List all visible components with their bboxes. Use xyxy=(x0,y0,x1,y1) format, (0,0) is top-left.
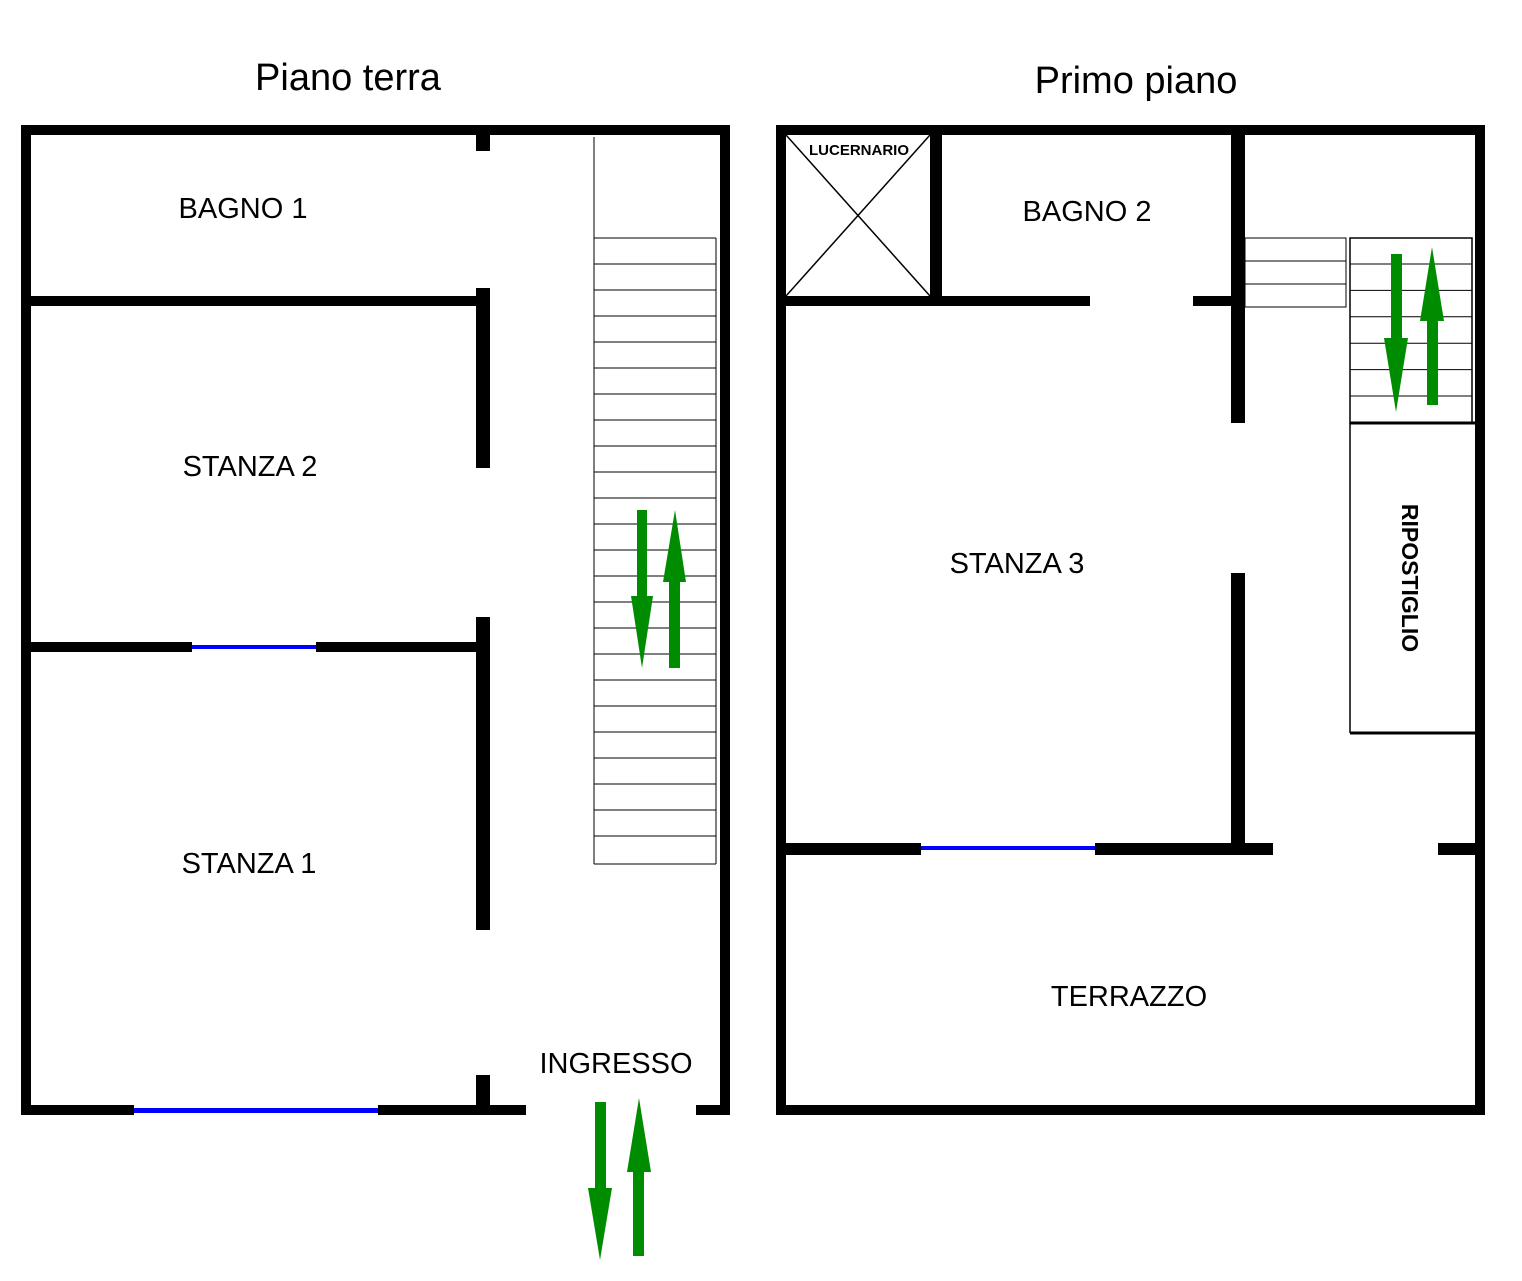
room-label-stanza1: STANZA 1 xyxy=(182,848,317,880)
wall-top xyxy=(21,125,730,135)
wall-corridor-stanza2 xyxy=(476,288,490,468)
wall-terrazzo-left xyxy=(776,843,921,855)
wall-bottom-right xyxy=(696,1105,730,1115)
arrows-stairs-ground xyxy=(631,510,686,668)
wall-corridor-stub-bottom xyxy=(476,1075,490,1115)
window-stanza1-front xyxy=(134,1108,378,1113)
arrows-stairs-first xyxy=(1384,247,1444,412)
wall-bagno2-bottom-right xyxy=(1193,296,1238,306)
wall-stanza3-right xyxy=(1231,573,1245,853)
room-label-ripostiglio: RIPOSTIGLIO xyxy=(1397,504,1423,652)
wall-terrazzo-mid xyxy=(1095,843,1273,855)
wall-stanza2-stanza1-right xyxy=(316,642,483,652)
arrow-up-icon xyxy=(1420,247,1444,405)
ground-floor-title: Piano terra xyxy=(255,57,442,99)
first-floor-plan: Primo piano LUCERNARIO xyxy=(776,60,1485,1115)
room-label-terrazzo: TERRAZZO xyxy=(1051,981,1207,1013)
ground-floor-plan: Piano terra BAGNO 1 xyxy=(21,57,730,1260)
wall-right-lower xyxy=(1475,840,1485,1115)
wall-stanza2-stanza1-left xyxy=(21,642,192,652)
wall-terrazzo-right xyxy=(1438,843,1485,855)
wall-left xyxy=(21,125,31,1115)
arrow-down-icon xyxy=(588,1102,612,1260)
wall-top xyxy=(776,125,1485,135)
room-label-stanza2: STANZA 2 xyxy=(183,451,318,483)
arrow-up-icon xyxy=(663,510,686,668)
room-label-ingresso: INGRESSO xyxy=(539,1048,692,1080)
wall-left xyxy=(776,125,786,1115)
wall-bottom-left xyxy=(21,1105,134,1115)
arrow-down-icon xyxy=(631,510,653,668)
wall-corridor-stub-top xyxy=(476,125,490,151)
storage-room xyxy=(1349,421,1475,735)
room-label-stanza3: STANZA 3 xyxy=(950,548,1085,580)
wall-corridor-stanza1 xyxy=(476,617,490,930)
room-label-bagno2: BAGNO 2 xyxy=(1023,196,1152,228)
first-floor-walls xyxy=(776,125,1485,1115)
wall-bagno2-bottom-left xyxy=(776,296,1090,306)
arrow-down-icon xyxy=(1384,254,1408,412)
ground-floor-walls xyxy=(21,125,730,1115)
wall-bottom xyxy=(776,1105,1485,1115)
skylight-lucernario xyxy=(785,134,931,297)
window-stanza3-terrazzo xyxy=(921,846,1095,850)
arrows-entrance xyxy=(588,1098,651,1260)
staircase-first xyxy=(1244,237,1473,424)
first-floor-title: Primo piano xyxy=(1035,60,1238,102)
wall-bottom-mid xyxy=(378,1105,526,1115)
room-label-bagno1: BAGNO 1 xyxy=(179,193,308,225)
window-stanza2-stanza1 xyxy=(192,645,316,649)
wall-right-upper xyxy=(1475,125,1485,840)
wall-bagno1-stanza2 xyxy=(21,296,483,306)
room-label-lucernario: LUCERNARIO xyxy=(809,142,909,159)
arrow-up-icon xyxy=(627,1098,651,1256)
wall-right xyxy=(720,125,730,1115)
wall-lucernario-bagno2 xyxy=(930,125,942,300)
wall-bagno2-right xyxy=(1231,125,1245,423)
staircase-ground xyxy=(593,137,717,865)
